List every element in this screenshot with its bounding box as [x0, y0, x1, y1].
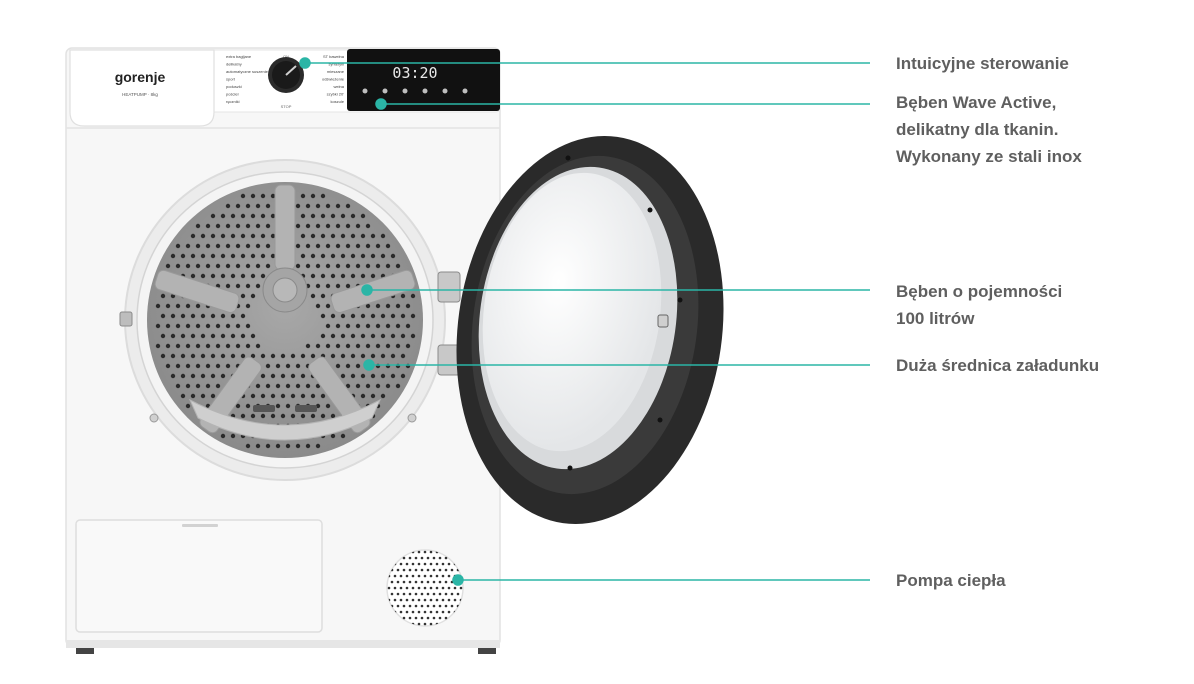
program-label: extra bagljane [226, 54, 252, 59]
callout-line: Bęben Wave Active, [896, 93, 1057, 112]
callout-capacity: Bęben o pojemności 100 litrów [896, 278, 1062, 332]
callout-opening: Duża średnica załadunku [896, 352, 1099, 379]
display-touch-buttons[interactable] [362, 88, 468, 94]
water-tank-drawer[interactable] [69, 49, 215, 127]
program-labels-right: ST bawełna syntetyki mieszane odświeżenie we… [322, 54, 345, 104]
display-time: 03:20 [392, 64, 437, 82]
callout-line: Duża średnica załadunku [896, 356, 1100, 375]
program-label: wełna [334, 84, 345, 89]
door-hinge-top [437, 271, 461, 303]
program-label: automatyczne suszenie [226, 69, 269, 74]
callout-line: Wykonany ze stali inox [896, 147, 1082, 166]
knob-top-label: ON [283, 54, 289, 59]
open-door[interactable] [432, 119, 748, 542]
program-labels-left: extra bagljane delikatny automatyczne susz… [226, 54, 269, 104]
program-label: syntetyki [328, 62, 344, 67]
program-label: koszule [330, 99, 344, 104]
callout-drum: Bęben Wave Active, delikatny dla tkanin.… [896, 89, 1082, 170]
brand-logo: gorenje [115, 69, 166, 85]
program-label: poduszki [226, 84, 242, 89]
program-label: sport [226, 77, 236, 82]
program-label: delikatny [226, 62, 242, 67]
program-label: odświeżenie [322, 77, 345, 82]
service-panel[interactable] [75, 519, 323, 633]
lint-filter[interactable] [188, 398, 382, 441]
drum [147, 182, 423, 458]
program-label: ST bawełna [323, 54, 345, 59]
callout-line: delikatny dla tkanin. [896, 120, 1059, 139]
callout-line: 100 litrów [896, 309, 975, 328]
callout-control: Intuicyjne sterowanie [896, 50, 1069, 77]
program-label: ręczniki [226, 99, 240, 104]
callout-line: Pompa ciepła [896, 571, 1006, 590]
program-label: szybki 20' [327, 92, 345, 97]
program-knob[interactable] [268, 57, 304, 93]
door-latch [119, 311, 133, 327]
model-line: HEATPUMP · 8kg [122, 92, 158, 97]
knob-bottom-label: STOP [281, 104, 292, 109]
callout-lines [299, 57, 870, 586]
callout-line: Bęben o pojemności [896, 282, 1063, 301]
display-panel [347, 49, 500, 111]
program-label: mieszane [327, 69, 345, 74]
callout-heatpump: Pompa ciepła [896, 567, 1006, 594]
program-label: pościel [226, 92, 239, 97]
callout-line: Intuicyjne sterowanie [896, 54, 1069, 73]
